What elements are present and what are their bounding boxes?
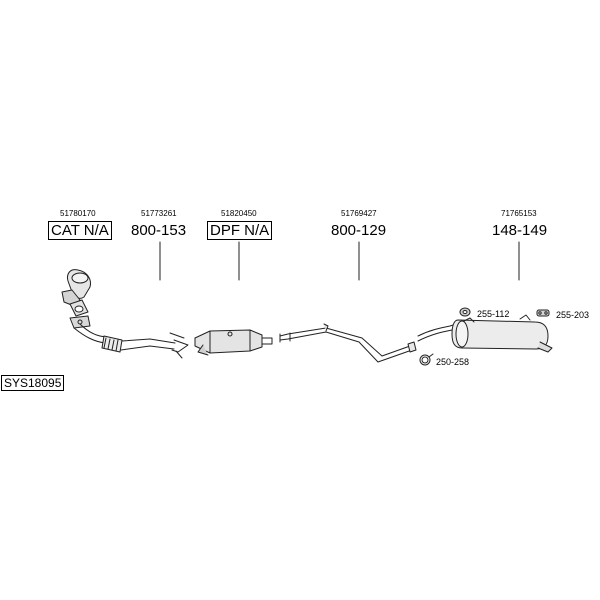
- part-oe-number-cat: 51780170: [60, 209, 96, 218]
- accessory-code-hanger: 255-112: [477, 309, 510, 319]
- part-code-rear-silencer: 148-149: [492, 222, 548, 239]
- front-pipe: [101, 332, 189, 359]
- part-oe-number-front-pipe: 51773261: [141, 209, 177, 218]
- rubber-hanger-icon: [459, 307, 471, 317]
- part-oe-number-dpf: 51820450: [221, 209, 257, 218]
- rear-silencer: [417, 314, 553, 353]
- catalyst-assembly: [61, 269, 109, 344]
- part-code-cat: CAT N/A: [48, 221, 112, 240]
- clamp-ring-icon: [419, 353, 434, 366]
- accessory-code-mount: 255-203: [556, 310, 590, 320]
- part-code-dpf: DPF N/A: [207, 221, 273, 240]
- dpf-unit: [194, 329, 273, 356]
- rubber-mount-icon: [536, 309, 550, 317]
- accessory-code-clamp: 250-258: [436, 357, 470, 367]
- system-id-label: SYS18095: [1, 375, 65, 391]
- part-code-front-pipe: 800-153: [131, 222, 187, 239]
- middle-pipe: [279, 323, 417, 363]
- part-oe-number-middle-pipe: 51769427: [341, 209, 377, 218]
- part-oe-number-rear-silencer: 71765153: [501, 209, 537, 218]
- part-code-middle-pipe: 800-129: [331, 222, 387, 239]
